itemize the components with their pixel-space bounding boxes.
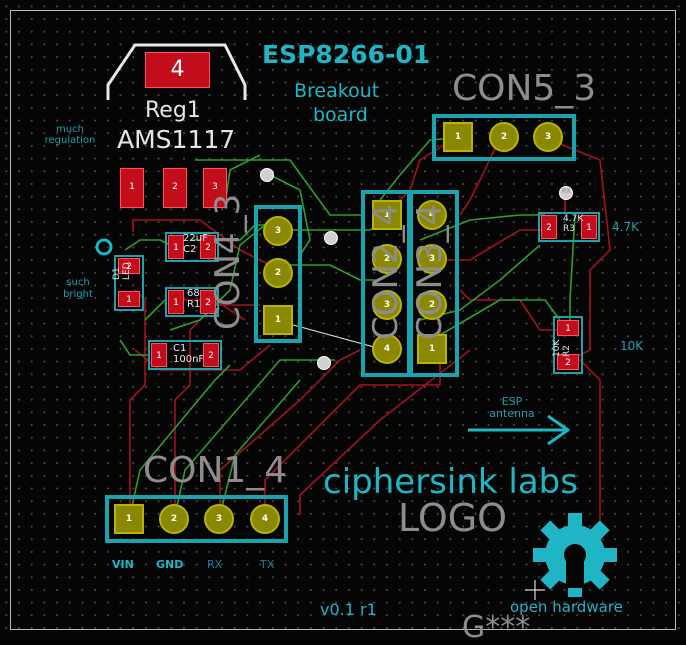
cursor-crosshair: [525, 580, 545, 600]
r1-pin2-pad[interactable]: 2: [200, 290, 216, 314]
con3-pin4-pad[interactable]: 4: [417, 200, 447, 230]
con3-pin2-pad[interactable]: 2: [417, 290, 447, 320]
r2-pin2-pad[interactable]: 2: [557, 354, 579, 370]
con1-pin4-pad[interactable]: 4: [250, 504, 280, 534]
ratsnest-line: [274, 319, 386, 351]
con2-ref: CON2_4: [366, 203, 406, 340]
via: [559, 186, 573, 200]
reg-pin2-pad[interactable]: 2: [163, 168, 187, 208]
r2-label: 10K R2: [552, 339, 572, 357]
con1-label-vin: VIN: [112, 558, 134, 571]
note-bright: bright: [63, 289, 93, 300]
con3-pin1-pad[interactable]: 1: [417, 334, 447, 364]
con1-ref: CON1_4: [143, 450, 288, 491]
board-edge: [10, 10, 676, 630]
note-much: much: [56, 124, 84, 135]
con5-outline: [432, 114, 576, 161]
subtitle-line2: board: [313, 104, 368, 126]
brand-text: ciphersink labs: [323, 462, 578, 502]
c1-pin2-pad[interactable]: 2: [203, 343, 219, 367]
con5-pin2-pad[interactable]: 2: [489, 122, 519, 152]
note-regulation: regulation: [44, 135, 96, 146]
reg-ref: Reg1: [145, 98, 201, 123]
c2-label: 22uF C2: [183, 233, 208, 255]
con1-outline: [105, 495, 288, 543]
c2-pin2-pad[interactable]: 2: [200, 235, 216, 259]
open-hardware-gear-icon: [533, 513, 617, 597]
con1-pin3-pad[interactable]: 3: [204, 504, 234, 534]
antenna-line2: antenna: [489, 407, 535, 420]
con1-pin1-pad[interactable]: 1: [114, 504, 144, 534]
via: [324, 231, 338, 245]
gstar-text: G***: [462, 610, 531, 645]
con2-pin4-pad[interactable]: 4: [372, 334, 402, 364]
d1-pin1-pad[interactable]: 1: [118, 291, 140, 307]
c1-outline: [148, 340, 222, 370]
con2-pin1-pad[interactable]: 1: [372, 200, 402, 230]
r3-label: 4.7K R3: [563, 214, 584, 234]
c2-outline: [165, 232, 219, 262]
con1-label-rx: RX: [207, 558, 223, 571]
reg-value: AMS1117: [117, 125, 236, 154]
r3-pin1-pad[interactable]: 1: [581, 215, 597, 239]
antenna-line1: ESP: [501, 395, 523, 408]
reg-tab-pad[interactable]: 4: [145, 52, 210, 88]
via: [260, 168, 274, 182]
version-text: v0.1 r1: [320, 600, 377, 619]
con4-outline: [254, 205, 302, 343]
r1-outline: [165, 287, 219, 317]
antenna-arrow: [468, 414, 570, 446]
r1-pin1-pad[interactable]: 1: [168, 290, 184, 314]
r3-outline: [538, 212, 600, 242]
regulator-outline: [106, 43, 247, 100]
d1-orientation-marker: [95, 238, 113, 256]
r1-label: 68 R1: [187, 288, 201, 310]
d1-outline: [114, 255, 144, 311]
con1-label-gnd: GND: [156, 558, 184, 571]
r2-pin1-pad[interactable]: 1: [557, 320, 579, 336]
note-4k7: 4.7K: [612, 220, 639, 234]
con4-pin1-pad[interactable]: 1: [263, 305, 293, 335]
con4-ref: CON4_3: [208, 193, 248, 330]
note-10k: 10K: [620, 339, 644, 353]
con1-pin2-pad[interactable]: 2: [159, 504, 189, 534]
c1-label: C1 100nF: [173, 343, 205, 365]
d1-pin2-pad[interactable]: 2: [118, 258, 140, 274]
reg-pin1-pad[interactable]: 1: [120, 168, 144, 208]
con5-ref: CON5_3: [452, 68, 597, 109]
d1-label: D1 LED: [112, 262, 132, 280]
con5-pin3-pad[interactable]: 3: [533, 122, 563, 152]
con3-ref: CON3_4: [410, 203, 450, 340]
logo-text: LOGO: [398, 496, 508, 540]
con1-label-tx: TX: [260, 558, 275, 571]
note-such: such: [66, 277, 90, 288]
con4-pin3-pad[interactable]: 3: [263, 216, 293, 246]
r3-pin2-pad[interactable]: 2: [541, 215, 557, 239]
r2-outline: [553, 316, 583, 374]
open-hardware-text: open hardware: [510, 598, 623, 616]
c1-pin1-pad[interactable]: 1: [151, 343, 167, 367]
con5-pin1-pad[interactable]: 1: [443, 122, 473, 152]
fab-label-rx: RX: [562, 187, 571, 195]
c2-pin1-pad[interactable]: 1: [168, 235, 184, 259]
con3-outline: [407, 190, 459, 377]
con2-outline: [361, 190, 413, 377]
con4-pin2-pad[interactable]: 2: [263, 258, 293, 288]
con2-pin3-pad[interactable]: 3: [372, 290, 402, 320]
board-title: ESP8266-01: [262, 40, 431, 69]
con3-pin3-pad[interactable]: 3: [417, 244, 447, 274]
con2-pin2-pad[interactable]: 2: [372, 244, 402, 274]
subtitle-line1: Breakout: [294, 80, 380, 102]
via: [317, 356, 331, 370]
reg-pin3-pad[interactable]: 3: [203, 168, 227, 208]
